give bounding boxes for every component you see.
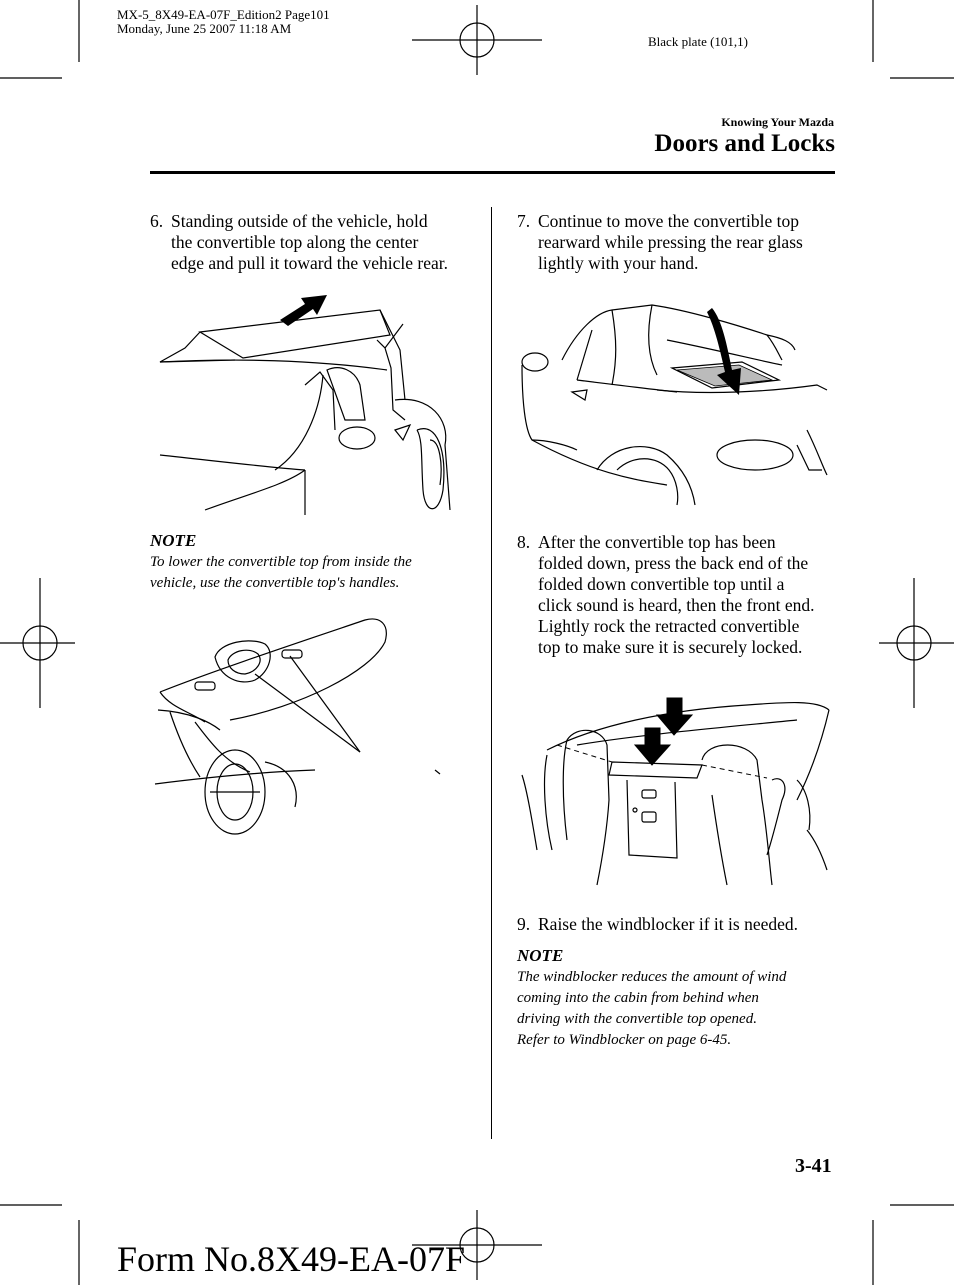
step-8: 8. After the convertible top has been fo… [517,532,847,658]
note-line: coming into the cabin from behind when [517,990,759,1006]
step-8-line: After the convertible top has been [538,532,776,552]
step-8-line: folded down convertible top until a [538,574,785,594]
note-heading-right: NOTE [517,946,564,965]
registration-mark-top [412,5,542,75]
step-7-number: 7. [517,211,531,231]
step-7-line: rearward while pressing the rear glass [538,232,803,252]
section-label: Knowing Your Mazda [721,115,834,129]
step-7-line: Continue to move the convertible top [538,211,799,231]
note-line: Refer to Windblocker on page 6-45. [517,1032,732,1048]
note-body-right: The windblocker reduces the amount of wi… [517,967,847,1051]
plate-info: Black plate (101,1) [648,34,748,49]
step-6-line: Standing outside of the vehicle, hold [171,211,428,231]
folded-top-lock-illustration [521,697,830,886]
step-6-line: edge and pull it toward the vehicle rear… [171,253,448,273]
step-9: 9. Raise the windblocker if it is needed… [517,914,847,935]
note-body-left: To lower the convertible top from inside… [150,552,480,594]
registration-mark-right [879,578,954,708]
form-number: Form No.8X49-EA-07F [117,1239,465,1279]
header-rule [150,171,835,174]
step-8-line: Lightly rock the retracted convertible [538,616,800,636]
step-9-line: Raise the windblocker if it is needed. [538,914,798,934]
note-line: The windblocker reduces the amount of wi… [517,969,787,985]
step-6-number: 6. [150,211,164,231]
step-8-number: 8. [517,532,531,552]
registration-mark-bottom [412,1210,542,1280]
step-6-line: the convertible top along the center [171,232,419,252]
step-9-number: 9. [517,914,531,934]
step-8-line: click sound is heard, then the front end… [538,595,815,615]
car-press-glass-illustration [521,304,828,506]
step-7-line: lightly with your hand. [538,253,699,273]
step-7: 7. Continue to move the convertible top … [517,211,847,274]
step-6: 6. Standing outside of the vehicle, hold… [150,211,480,274]
print-info-line1: MX-5_8X49-EA-07F_Edition2 Page101 [117,7,330,22]
note-line: driving with the convertible top opened. [517,1011,757,1027]
page-title: Doors and Locks [654,130,835,157]
registration-mark-left [0,578,75,708]
column-divider [491,207,492,1139]
top-handles-illustration [154,618,441,835]
note-line: To lower the convertible top from inside… [150,554,412,570]
page-number: 3-41 [795,1155,832,1177]
note-line: vehicle, use the convertible top's handl… [150,575,400,591]
step-8-line: folded down, press the back end of the [538,553,809,573]
note-heading-left: NOTE [150,531,197,550]
step-8-line: top to make sure it is securely locked. [538,637,803,657]
car-pull-top-illustration [159,295,451,515]
print-info-line2: Monday, June 25 2007 11:18 AM [117,21,292,36]
print-info: MX-5_8X49-EA-07F_Edition2 Page101 Monday… [117,8,330,36]
